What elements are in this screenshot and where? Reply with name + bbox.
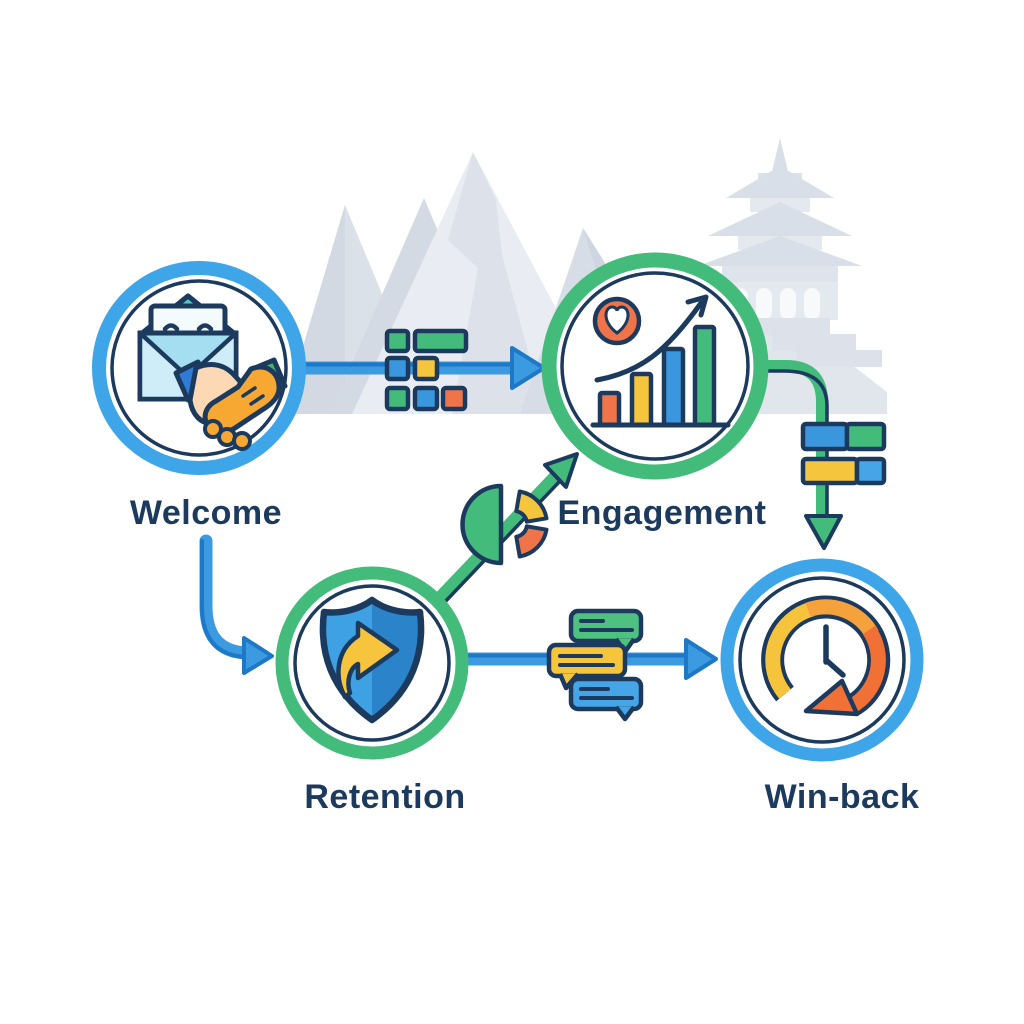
kanban-squares-decoration: [384, 328, 469, 412]
node-welcome: [92, 261, 306, 475]
arrow-retention-to-engagement: [431, 452, 579, 607]
restore-arrowhead: [803, 678, 860, 717]
node-label-retention: Retention: [304, 778, 465, 816]
arrowhead-down: [804, 514, 843, 550]
arrow-welcome-to-retention: [199, 534, 274, 675]
arrowhead-right: [684, 638, 718, 680]
node-retention: [275, 566, 469, 760]
arrow-engagement-to-winback: [758, 360, 843, 550]
node-label-winback: Win-back: [765, 778, 920, 816]
win-back-clock-restore-icon: [761, 595, 891, 717]
pie-chart-decoration: [460, 483, 549, 566]
node-engagement: [541, 252, 769, 480]
node-label-engagement: Engagement: [557, 494, 766, 532]
arrowhead-right: [510, 346, 546, 390]
arrowhead-up-right: [543, 452, 579, 489]
engagement-growth-chart-icon: [590, 294, 731, 428]
welcome-envelope-handshake-icon: [137, 293, 288, 451]
retention-shield-arrow-icon: [319, 596, 425, 724]
node-label-welcome: Welcome: [130, 494, 282, 532]
task-bars-decoration: [800, 421, 887, 486]
handshake: [173, 357, 288, 451]
node-winback: [720, 558, 924, 762]
arrowhead-right: [242, 636, 274, 675]
chat-bubbles-decoration: [546, 608, 644, 722]
